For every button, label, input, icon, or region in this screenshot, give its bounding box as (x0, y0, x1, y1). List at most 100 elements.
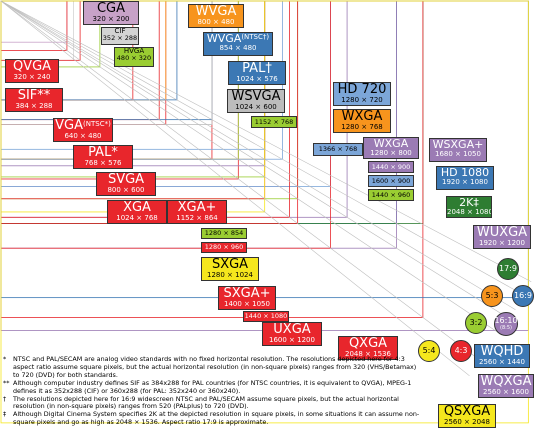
resolution-dimensions: 1152 × 864 (176, 213, 218, 222)
resolution-name-text: CIF (114, 27, 126, 35)
resolution-name-text: XGA (123, 200, 151, 215)
resolution-name: CGA (84, 2, 138, 16)
aspect-ratio-label: 16:10 (494, 315, 518, 325)
resolution-name-text: CGA (96, 1, 126, 16)
resolution-name: XGA (108, 201, 166, 215)
resolution-dimensions: 1152 × 768 (254, 117, 294, 126)
resolution-name: WXGA (364, 138, 418, 150)
resolution-name: SXGA (202, 258, 258, 272)
resolution-name: 2K‡ (447, 197, 491, 209)
resolution-name-text: WUXGA (476, 225, 528, 240)
resolution-label-wsxga_plus: WSXGA+1680 × 1050 (429, 138, 487, 162)
resolution-label-r1440x960: 1440 × 960 (368, 189, 414, 201)
resolution-dimensions: 1024 × 600 (235, 102, 277, 111)
resolution-name: VGA(NTSC*) (54, 119, 112, 133)
resolution-name: QSXGA (439, 405, 495, 419)
aspect-ratio-a17_9: 17:9 (497, 258, 519, 280)
resolution-dimensions: 1680 × 1050 (435, 149, 481, 158)
resolution-name: QVGA (6, 60, 58, 74)
resolution-dimensions: 384 × 288 (15, 101, 53, 110)
resolution-dimensions: 1366 × 768 (318, 145, 358, 154)
aspect-ratio-a5_4: 5:4 (418, 340, 440, 362)
footnote-text: Although computer industry defines SIF a… (13, 378, 412, 395)
resolution-name-text: SIF** (17, 88, 51, 103)
aspect-ratio-a5_3: 5:3 (481, 285, 503, 307)
resolution-dimensions: 1440 × 1080 (244, 312, 288, 321)
resolution-label-sxga_plus: SXGA+1400 × 1050 (218, 286, 276, 310)
resolution-dimensions: 768 × 576 (84, 158, 122, 167)
footnote-text: The resolutions depicted here for 16:9 w… (13, 394, 399, 411)
aspect-ratio-a3_2: 3:2 (465, 312, 487, 334)
resolution-dimensions: 1440 × 960 (371, 190, 411, 199)
resolution-name: CIF (102, 28, 138, 35)
resolution-dimensions: 1600 × 900 (371, 176, 411, 185)
resolution-name: PAL† (229, 62, 285, 76)
resolution-dimensions: 1440 × 900 (371, 162, 411, 171)
aspect-ratio-label: 4:3 (454, 345, 468, 355)
resolution-name-text: XGA+ (177, 200, 217, 215)
resolution-label-sif: SIF**384 × 288 (5, 88, 63, 112)
resolution-name-text: QXGA (348, 336, 388, 351)
aspect-ratio-a4_3: 4:3 (450, 340, 472, 362)
footnote-widescreen: † The resolutions depicted here for 16:9… (3, 394, 421, 412)
resolution-label-r1366x768: 1366 × 768 (313, 143, 363, 156)
resolution-name-suffix: (NTSC*) (83, 120, 111, 128)
resolution-name-suffix: (NTSC†) (241, 33, 270, 41)
resolution-name: WUXGA (474, 226, 530, 240)
resolution-name: WVGA(NTSC†) (204, 33, 272, 45)
resolution-dimensions: 2560 × 1600 (483, 387, 529, 396)
resolution-name-text: WVGA (206, 32, 242, 45)
resolution-name: WVGA (189, 5, 243, 19)
resolution-dimensions: 1280 × 720 (341, 95, 383, 104)
resolution-dimensions: 1280 × 800 (370, 148, 412, 157)
resolution-label-vga: VGA(NTSC*)640 × 480 (53, 118, 113, 142)
resolution-name-text: SXGA+ (223, 286, 271, 301)
resolution-name: PAL* (74, 146, 132, 160)
resolution-name: XGA+ (168, 201, 226, 215)
resolution-name: WXGA (334, 110, 390, 124)
resolution-label-r1440x1080: 1440 × 1080 (243, 311, 289, 322)
resolution-name: SIF** (6, 89, 62, 103)
resolution-name-text: WXGA (373, 137, 409, 150)
resolution-name: QXGA (339, 337, 397, 351)
aspect-diagonal-5-4 (0, 0, 470, 377)
resolution-dimensions: 320 × 240 (13, 72, 51, 81)
resolution-name: SXGA+ (219, 287, 275, 301)
resolution-dimensions: 800 × 480 (197, 17, 235, 26)
aspect-ratio-a16_10: 16:10(8:5) (494, 312, 518, 336)
resolution-dimensions: 800 × 600 (107, 185, 145, 194)
resolution-dimensions: 1280 × 854 (204, 229, 244, 238)
resolution-name: SVGA (97, 173, 155, 187)
resolution-dimensions: 1400 × 1050 (224, 299, 270, 308)
resolution-name-text: VGA (55, 118, 84, 133)
resolution-name-text: HVGA (123, 47, 145, 55)
resolution-name-text: WQHD (480, 344, 524, 359)
footnote-2k: ‡ Although Digital Cinema System specifi… (3, 410, 420, 427)
aspect-ratio-sublabel: (8:5) (500, 324, 512, 331)
resolution-name: WQXGA (479, 375, 533, 389)
footnote-ntsc-pal: * NTSC and PAL/SECAM are analog video st… (3, 355, 421, 380)
resolution-dimensions: 1280 × 768 (341, 122, 383, 131)
resolution-name-text: QSXGA (443, 404, 491, 419)
aspect-diagonal-layer (0, 0, 532, 377)
aspect-ratio-label: 17:9 (499, 263, 517, 273)
resolution-dimensions: 2560 × 2048 (444, 417, 490, 426)
resolution-name-text: QVGA (12, 59, 52, 74)
aspect-ratio-label: 5:4 (422, 345, 436, 355)
resolution-name-text: HD 720 (337, 82, 387, 97)
resolution-name: WQHD (475, 345, 529, 359)
resolution-dimensions: 2048 × 1080 (447, 207, 492, 216)
resolution-name: HVGA (115, 48, 153, 55)
resolution-label-r1280x854: 1280 × 854 (201, 228, 247, 239)
